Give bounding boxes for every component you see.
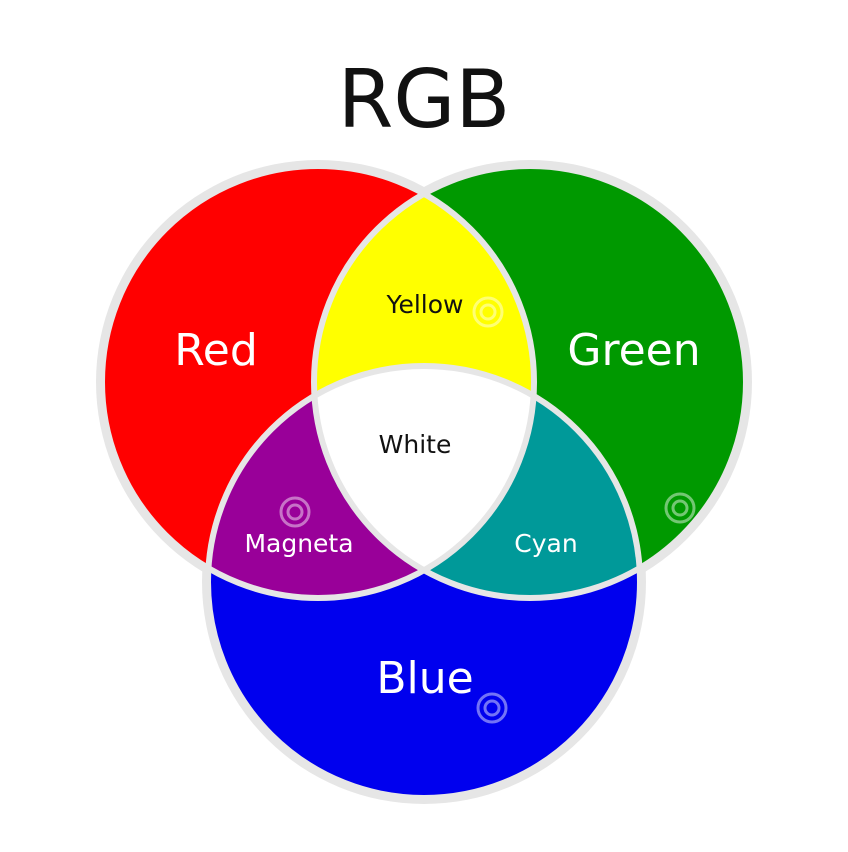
- blue-label: Blue: [376, 653, 473, 704]
- cyan-label: Cyan: [514, 529, 577, 558]
- spiral-watermark-icon: [279, 296, 696, 724]
- green-label: Green: [567, 325, 700, 376]
- diagram-title: RGB: [338, 53, 510, 146]
- red-label: Red: [174, 325, 258, 376]
- magenta-label: Magneta: [244, 529, 353, 558]
- inner-borders: [99, 163, 749, 801]
- white-label: White: [379, 430, 452, 459]
- yellow-label: Yellow: [386, 290, 464, 319]
